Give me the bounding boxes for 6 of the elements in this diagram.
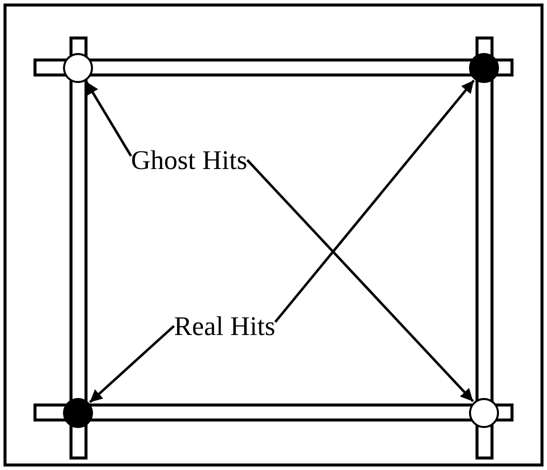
- leader-arrow: [89, 325, 175, 404]
- leader-arrow: [85, 81, 132, 157]
- leader-arrow: [274, 80, 475, 323]
- callout-label: Ghost Hits: [131, 146, 248, 174]
- leader-arrow: [246, 159, 474, 402]
- callout-label: Real Hits: [174, 312, 276, 340]
